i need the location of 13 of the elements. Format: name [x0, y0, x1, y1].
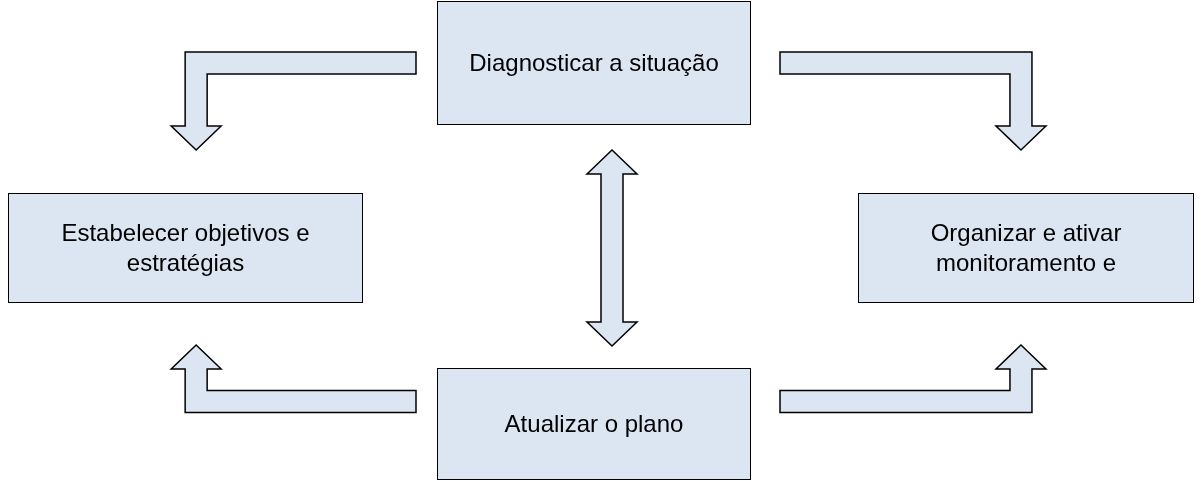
process-box — [8, 193, 363, 303]
block-arrow — [169, 51, 417, 152]
process-box — [858, 193, 1194, 303]
box-label: Estabelecer objetivos e estratégias — [60, 218, 311, 278]
block-arrow — [169, 343, 417, 414]
box-label: Organizar e ativar monitoramento e — [929, 218, 1123, 278]
block-arrow — [779, 343, 1048, 414]
box-label: Atualizar o plano — [504, 409, 684, 439]
block-arrow — [585, 148, 639, 348]
process-box — [437, 368, 751, 480]
process-box — [437, 1, 751, 125]
block-arrow — [779, 51, 1048, 152]
box-label: Diagnosticar a situação — [469, 48, 719, 78]
